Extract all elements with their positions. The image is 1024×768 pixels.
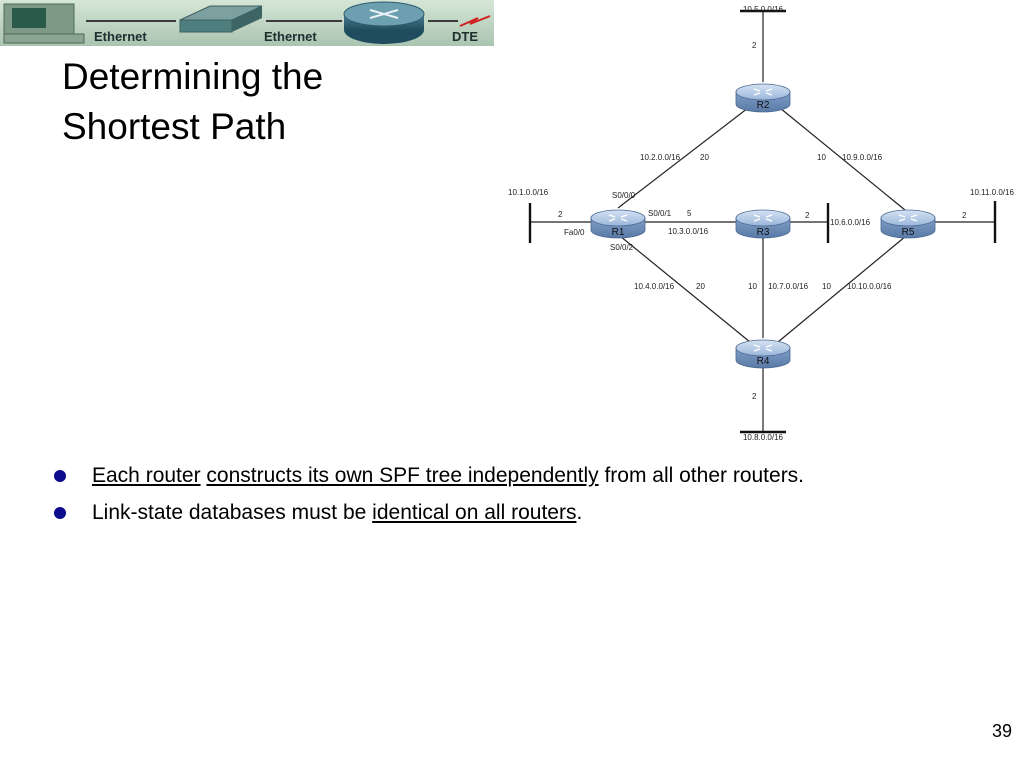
network-topology-diagram: R2 R1 R3 R5 R4 10.5.0.0/16 10.2.0.0/16 1…: [495, 0, 1024, 445]
network-label-10-3: 10.3.0.0/16: [668, 227, 709, 236]
interface-label-s0-0-2: S0/0/2: [610, 243, 634, 252]
router-r3: R3: [735, 209, 791, 239]
link-r1-r4: [619, 235, 751, 343]
router-r5: R5: [880, 209, 936, 239]
cost-label-r1-stub: 2: [558, 210, 563, 219]
router-r3-label: R3: [757, 227, 770, 238]
interface-label-s0-0-1: S0/0/1: [648, 209, 672, 218]
cost-label-r3-stub: 2: [805, 211, 810, 220]
bullet-item-2: Link-state databases must be identical o…: [54, 498, 914, 527]
slide-title-line-2: Shortest Path: [62, 106, 287, 147]
slide-title: Determining the Shortest Path: [62, 52, 482, 152]
cost-label-r5-stub: 2: [962, 211, 967, 220]
link-r2-r5: [779, 107, 906, 211]
cost-label-r1-r2: 20: [700, 153, 709, 162]
router-r4-label: R4: [757, 356, 770, 367]
network-label-10-5: 10.5.0.0/16: [743, 5, 784, 14]
router-r1: R1: [590, 209, 646, 239]
bullet-2-underlined-identical: identical on all routers: [372, 501, 577, 524]
router-r4: R4: [735, 339, 791, 369]
network-label-10-7: 10.7.0.0/16: [768, 282, 809, 291]
bullet-dot-icon: [54, 507, 66, 519]
bullet-1-underlined-spf: constructs its own SPF tree independentl…: [206, 464, 599, 487]
cost-label-r3-r4: 10: [748, 282, 757, 291]
router-r1-label: R1: [612, 227, 625, 238]
bullet-dot-icon: [54, 470, 66, 482]
cost-label-r4-stub: 2: [752, 392, 757, 401]
banner-label-ethernet-1: Ethernet: [94, 29, 147, 44]
bullet-1-underlined-each-router: Each router: [92, 464, 201, 487]
network-label-10-10: 10.10.0.0/16: [847, 282, 892, 291]
bullet-item-1: Each router constructs its own SPF tree …: [54, 461, 914, 490]
router-r5-label: R5: [902, 227, 915, 238]
network-label-10-8: 10.8.0.0/16: [743, 433, 784, 442]
cost-label-r2-stub: 2: [752, 41, 757, 50]
interface-label-fa0-0: Fa0/0: [564, 228, 585, 237]
page-number: 39: [991, 721, 1012, 741]
computer-icon: [3, 3, 85, 44]
interface-label-s0-0-0: S0/0/0: [612, 191, 636, 200]
network-label-10-11: 10.11.0.0/16: [970, 188, 1014, 197]
link-r4-r5: [777, 235, 907, 343]
banner-label-dte: DTE: [452, 29, 478, 44]
lan-segments: [528, 9, 997, 434]
bullet-2-text-start: Link-state databases must be: [92, 501, 373, 524]
bullet-list: Each router constructs its own SPF tree …: [54, 461, 914, 535]
network-label-10-1: 10.1.0.0/16: [508, 188, 549, 197]
cost-label-r1-r4: 20: [696, 282, 705, 291]
bullet-2-period: .: [576, 501, 583, 524]
network-label-10-9: 10.9.0.0/16: [842, 153, 883, 162]
header-banner: Ethernet Ethernet DTE: [0, 0, 494, 46]
switch-icon: [179, 5, 263, 33]
slide-title-line-1: Determining the: [62, 56, 324, 97]
banner-label-ethernet-2: Ethernet: [264, 29, 317, 44]
router-r2: R2: [735, 83, 791, 113]
network-label-10-4: 10.4.0.0/16: [634, 282, 675, 291]
bullet-1-text-end: from all other routers.: [598, 464, 805, 487]
router-icon: [343, 1, 425, 44]
cost-label-r1-r3: 5: [687, 209, 692, 218]
router-r2-label: R2: [757, 100, 770, 111]
link-r1-r2: [617, 107, 749, 209]
network-label-10-6: 10.6.0.0/16: [830, 218, 871, 227]
network-links: [530, 10, 995, 432]
cost-label-r4-r5: 10: [822, 282, 831, 291]
cost-label-r2-r5: 10: [817, 153, 826, 162]
network-label-10-2: 10.2.0.0/16: [640, 153, 681, 162]
